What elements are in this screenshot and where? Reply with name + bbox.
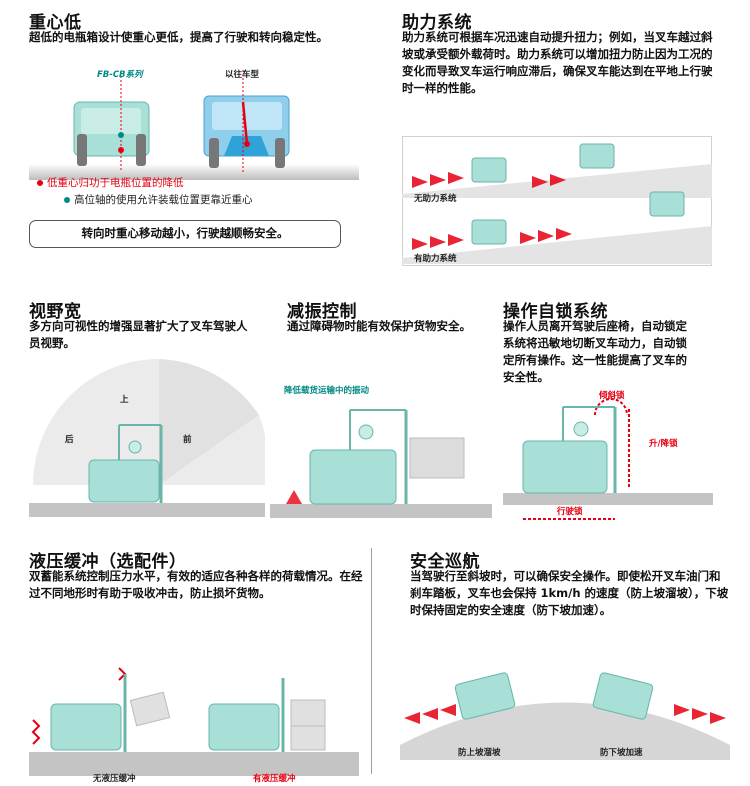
cushion-figure: 无液压缓冲 有液压缓冲 xyxy=(29,660,359,784)
view-label-back: 后 xyxy=(65,435,74,445)
power-title: 助力系统 xyxy=(402,13,472,33)
lock-title: 操作自锁系统 xyxy=(503,302,608,322)
lock-desc: 操作人员离开驾驶后座椅，自动锁定系统将迅敏地切断叉车动力，自动锁定所有操作。这一… xyxy=(503,319,687,384)
cog-desc: 超低的电瓶箱设计使重心更低，提高了行驶和转向稳定性。 xyxy=(29,30,328,44)
power-label-with: 有助力系统 xyxy=(414,254,457,264)
damp-desc: 通过障碍物时能有效保护货物安全。 xyxy=(287,319,471,333)
cog-title: 重心低 xyxy=(29,13,82,33)
cog-note-teal-text: 高位轴的使用允许装载位置更靠近重心 xyxy=(74,194,253,206)
cruise-title: 安全巡航 xyxy=(410,552,480,572)
cog-note-red: 低重心归功于电瓶位置的降低 xyxy=(37,175,184,190)
cog-note-red-text: 低重心归功于电瓶位置的降低 xyxy=(47,177,184,189)
damp-title: 减振控制 xyxy=(287,302,357,322)
view-label-up: 上 xyxy=(120,395,129,405)
lock-figure: 倾斜锁 升/降锁 行驶锁 xyxy=(503,385,713,525)
cushion-label-with: 有液压缓冲 xyxy=(253,774,296,784)
lock-label-lift: 升/降锁 xyxy=(649,439,678,449)
cruise-label-up: 防上坡溜坡 xyxy=(458,748,501,758)
red-dot-icon xyxy=(37,180,43,186)
cruise-desc: 当驾驶行至斜坡时，可以确保安全操作。即使松开叉车油门和刹车踏板，叉车也会保持 1… xyxy=(410,569,729,617)
view-title: 视野宽 xyxy=(29,302,82,322)
cog-label-new: FB-CB系列 xyxy=(97,70,143,80)
cog-note-teal: 高位轴的使用允许装载位置更靠近重心 xyxy=(64,192,253,207)
power-figure: 无助力系统 有助力系统 xyxy=(402,136,712,266)
view-figure: 上 后 前 xyxy=(29,355,268,525)
lock-label-tilt: 倾斜锁 xyxy=(599,391,625,401)
view-label-front: 前 xyxy=(183,435,192,445)
power-desc: 助力系统可根据车况迅速自动提升扭力；例如，当叉车越过斜坡或承受额外载荷时。助力系… xyxy=(402,30,713,95)
cruise-label-down: 防下坡加速 xyxy=(600,748,643,758)
damp-figure: 降低载货运输中的振动 xyxy=(270,380,492,525)
cog-summary: 转向时重心移动越小，行驶越顺畅安全。 xyxy=(29,220,341,248)
cog-label-old: 以往车型 xyxy=(225,70,260,80)
lock-label-travel: 行驶锁 xyxy=(557,507,583,517)
power-label-without: 无助力系统 xyxy=(414,194,457,204)
view-desc: 多方向可视性的增强显著扩大了叉车驾驶人员视野。 xyxy=(29,319,248,350)
teal-dot-icon xyxy=(64,197,70,203)
cruise-figure: 防上坡溜坡 防下坡加速 xyxy=(400,650,730,760)
cushion-title: 液压缓冲（选配件） xyxy=(29,552,187,572)
section-divider xyxy=(371,548,372,774)
cushion-desc: 双蓄能系统控制压力水平，有效的适应各种各样的荷载情况。在经过不同地形时有助于吸收… xyxy=(29,569,363,600)
damp-label: 降低载货运输中的振动 xyxy=(284,386,370,396)
cog-figure: FB-CB系列 以往车型 xyxy=(29,62,359,202)
cushion-label-without: 无液压缓冲 xyxy=(93,774,136,784)
